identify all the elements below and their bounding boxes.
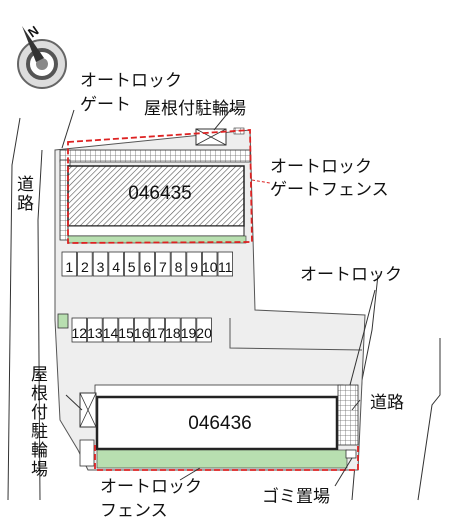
garbage-area <box>337 384 359 459</box>
parking-stall-number: 12 <box>72 325 88 341</box>
building-046436-label: 046436 <box>188 413 251 434</box>
label-gate-fence-2: ゲートフェンス <box>270 180 389 200</box>
label-auto-lock-gate-2: ゲート <box>80 95 131 115</box>
label-road-right: 道路 <box>370 393 404 413</box>
parking-stall-5 <box>124 251 140 277</box>
compass-icon: N <box>17 23 67 89</box>
parking-stall-number: 5 <box>128 259 136 275</box>
parking-stall-number: 13 <box>87 325 103 341</box>
driveway-outline <box>229 318 363 351</box>
building-046435-label: 046435 <box>128 183 191 204</box>
leader-lines <box>61 107 376 487</box>
parking-stall-number: 18 <box>165 325 181 341</box>
parking-stall-number: 17 <box>150 325 166 341</box>
parking-stall-3 <box>92 251 109 277</box>
label-auto-lock-fence-2: フェンス <box>100 501 168 521</box>
parking-stall-6 <box>139 251 156 277</box>
parking-stall-14 <box>102 317 119 343</box>
gate-marker-left <box>57 313 69 329</box>
parking-stall-7 <box>155 251 171 277</box>
label-auto-lock-gate-1: オートロック <box>80 71 182 91</box>
parking-stall-17 <box>149 317 166 343</box>
parking-stall-number: 16 <box>134 325 150 341</box>
parking-stall-4 <box>108 251 124 277</box>
parking-stall-16 <box>133 317 150 343</box>
parking-stall-15 <box>118 317 134 343</box>
label-roofed-bike-top: 屋根付駐輪場 <box>144 99 246 119</box>
parking-stall-19 <box>180 317 197 343</box>
parking-stall-number: 4 <box>112 259 120 275</box>
parking-stall-number: 8 <box>175 259 183 275</box>
label-auto-lock-right: オートロック <box>300 265 402 285</box>
road-left-lines <box>7 117 43 501</box>
parking-stall-13 <box>87 317 103 343</box>
parking-stall-10 <box>201 251 218 277</box>
parking-stall-1 <box>61 251 78 277</box>
parking-stall-2 <box>77 251 93 277</box>
parking-stall-number: 11 <box>218 259 233 275</box>
building-046435: 046435 <box>59 149 251 244</box>
parking-stall-number: 10 <box>202 259 218 275</box>
bike-shed-left <box>79 392 97 467</box>
label-garbage: ゴミ置場 <box>262 487 330 507</box>
parking-stall-number: 7 <box>159 259 167 275</box>
gate-fence-dashed-leader <box>251 179 271 184</box>
parking-stall-number: 1 <box>65 259 73 275</box>
auto-lock-fence-top <box>67 129 253 244</box>
parking-stall-number: 2 <box>81 259 89 275</box>
parking-stall-number: 20 <box>196 325 212 341</box>
parking-stall-number: 19 <box>181 325 197 341</box>
road-right-lines <box>351 274 441 501</box>
parking-stall-20 <box>196 317 212 343</box>
parking-stall-8 <box>170 251 187 277</box>
auto-lock-fence-bottom <box>94 445 359 471</box>
building-046436: 046436 <box>94 384 348 469</box>
parking-stall-number: 14 <box>103 325 119 341</box>
label-roofed-bike-left: 屋根付駐輪場 <box>31 365 48 480</box>
parking-stall-12 <box>71 317 88 343</box>
parking-stall-number: 6 <box>143 259 151 275</box>
parking-stall-number: 3 <box>97 259 105 275</box>
parking-stall-11 <box>217 251 234 277</box>
parking-stall-9 <box>186 251 202 277</box>
label-auto-lock-fence-1: オートロック <box>100 477 202 497</box>
parking-stall-number: 9 <box>190 259 198 275</box>
label-gate-fence-1: オートロック <box>270 157 372 177</box>
label-road-left: 道路 <box>17 175 34 214</box>
parking-stall-number: 15 <box>118 325 134 341</box>
parking-stall-18 <box>165 317 181 343</box>
